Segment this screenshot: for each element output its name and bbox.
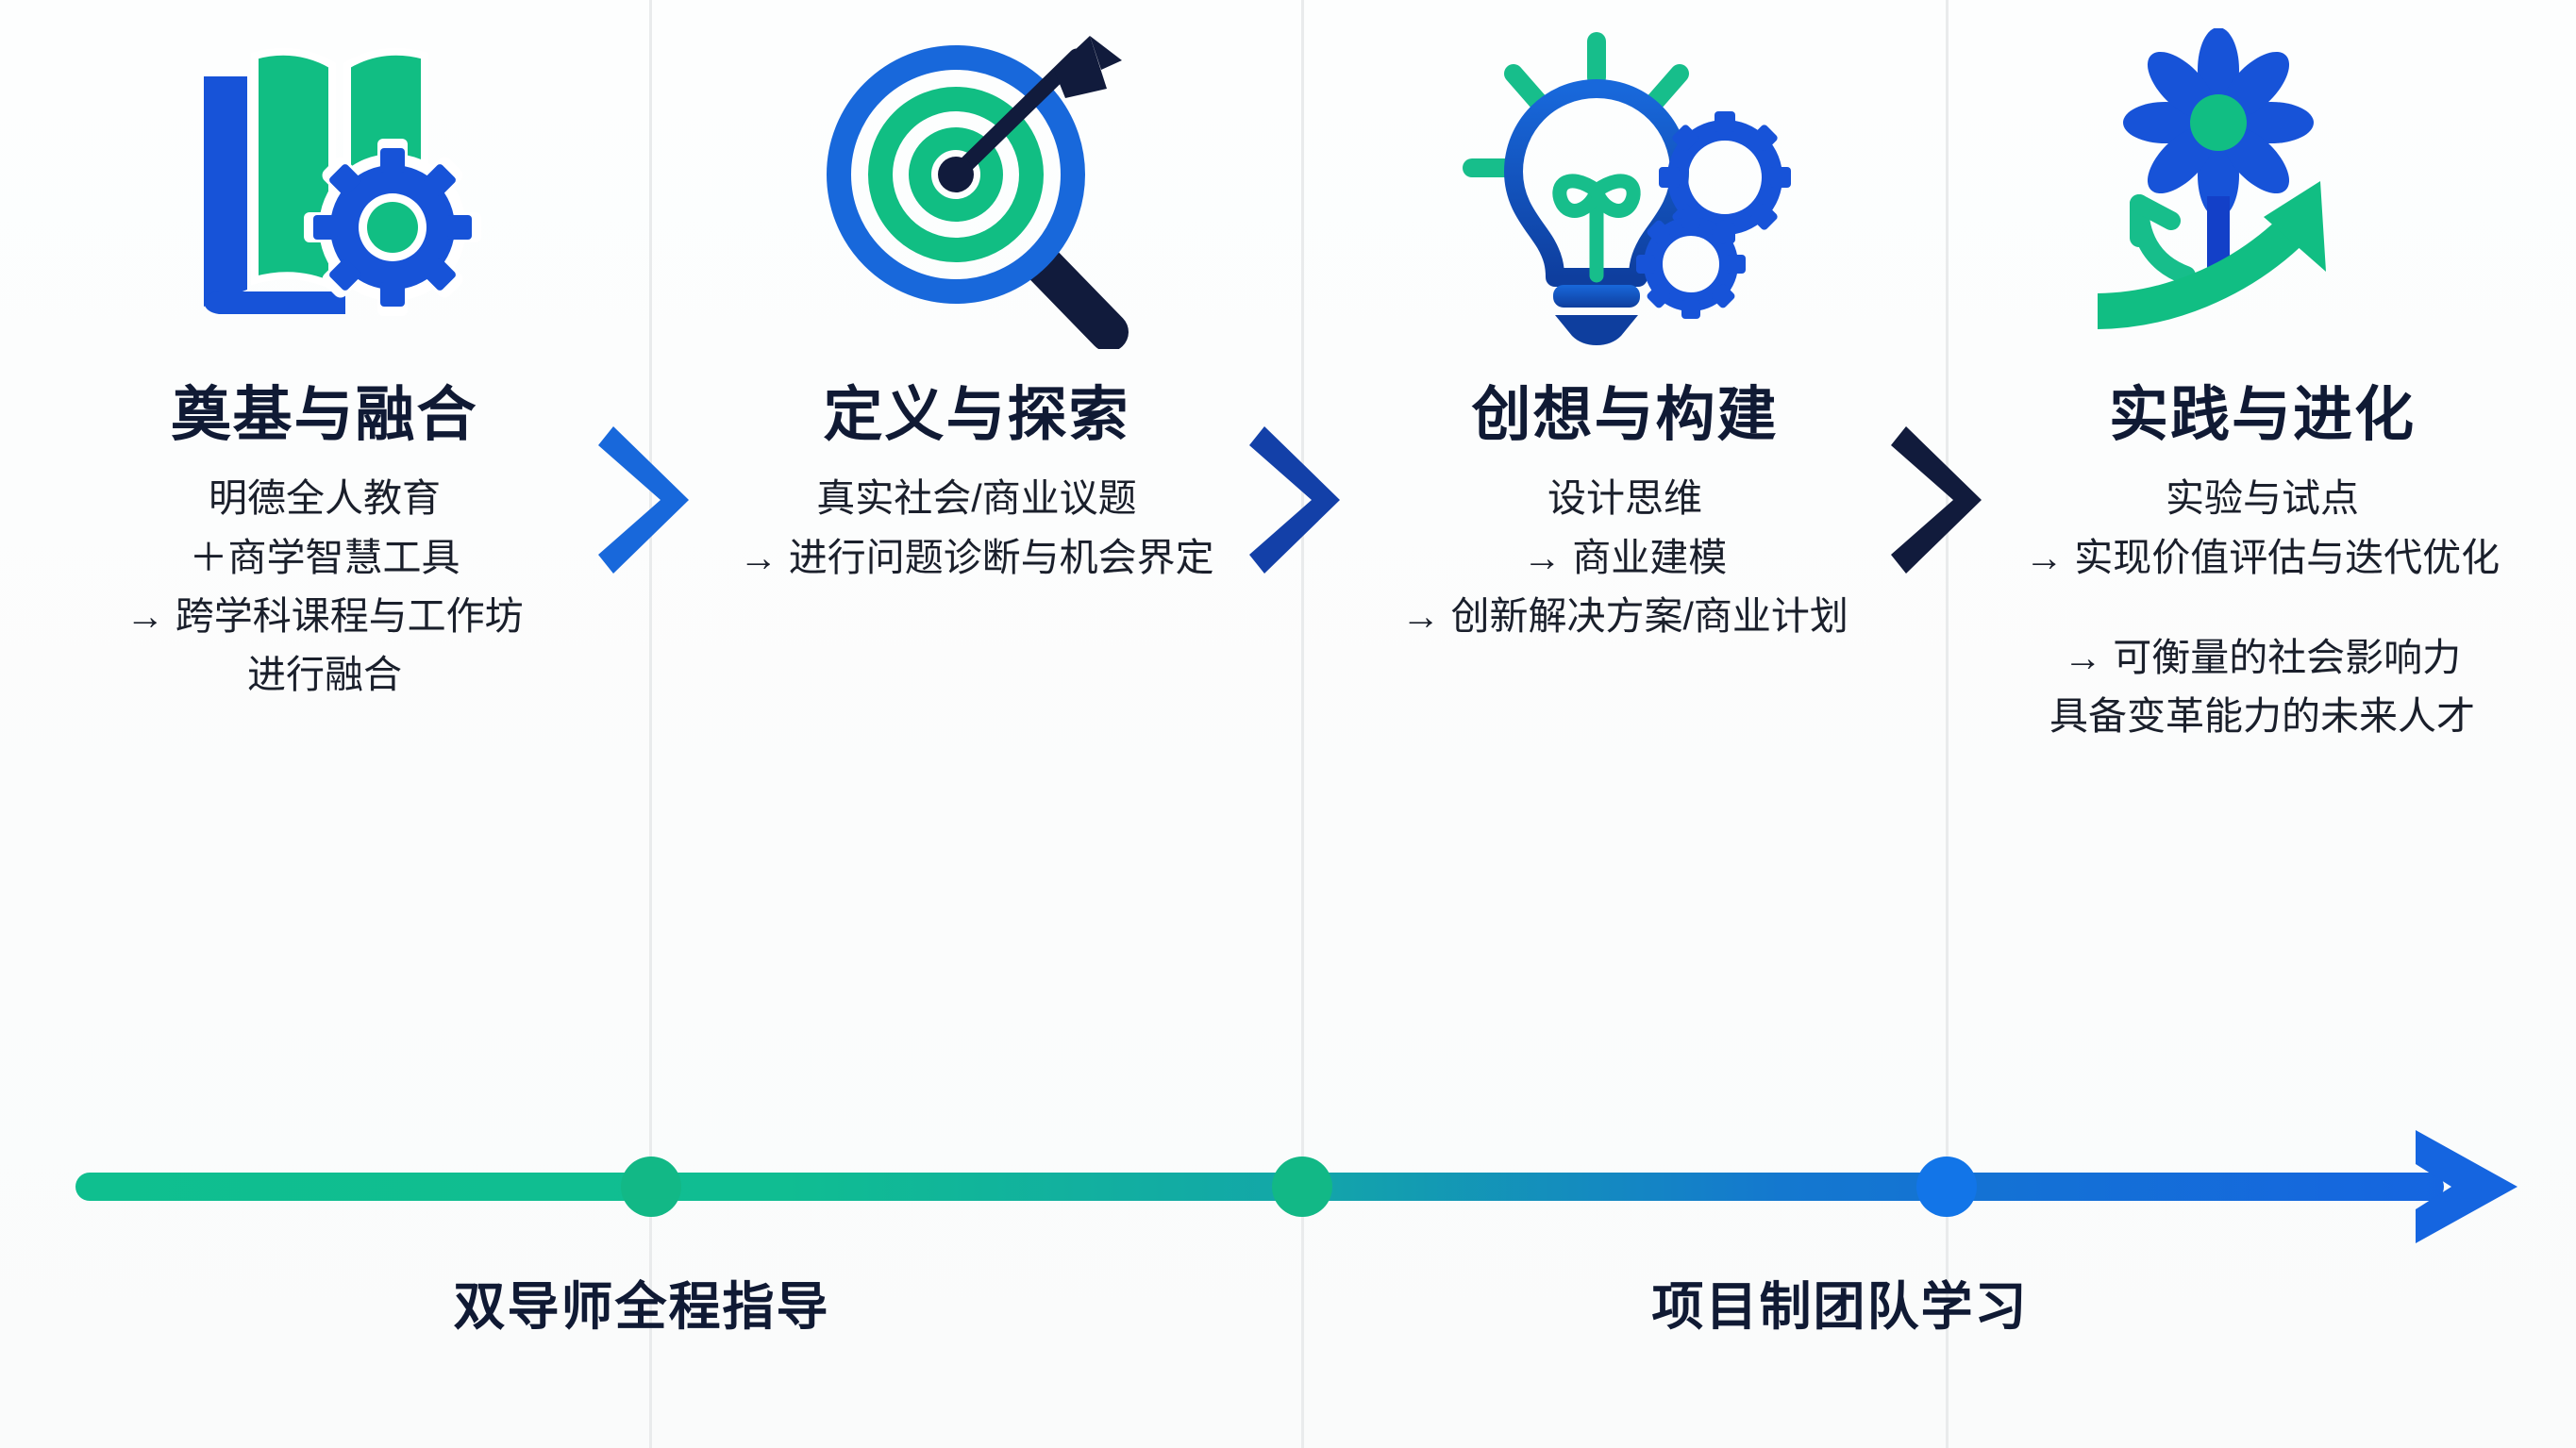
flower-petals [2122, 28, 2314, 218]
stage-1-line-4: 进行融合 [247, 653, 402, 697]
stage-column-3: 创想与构建 设计思维 → 商业建模 → 创新解决方案/商业计划 [1304, 0, 1946, 645]
stage-4-line-3: → 可衡量的社会影响力 [2063, 635, 2462, 679]
stage-3-line-1: 设计思维 [1547, 476, 1702, 521]
stage-4-spacer [1949, 587, 2576, 628]
stage-title-2: 定义与探索 [823, 382, 1130, 448]
book-gear-icon-wrap [0, 0, 649, 377]
flower-leaf [2129, 194, 2196, 285]
gear-small [1636, 209, 1746, 319]
stage-2-line-1: 真实社会/商业议题 [816, 476, 1137, 521]
chevron-right-icon-3 [1887, 415, 1991, 585]
stage-column-4: 实践与进化 实验与试点 → 实现价值评估与迭代优化 → 可衡量的社会影响力 具备… [1949, 0, 2576, 746]
chevron-right-icon-1 [594, 415, 698, 585]
bulb-rays [1463, 32, 1689, 177]
timeline-label-1: 双导师全程指导 [453, 1277, 830, 1336]
column-divider-2 [1301, 0, 1304, 1448]
stage-3-line-3: → 创新解决方案/商业计划 [1401, 593, 1848, 638]
stage-3-line-2: → 商业建模 [1522, 535, 1728, 579]
flower-growth-arrow-icon-wrap [1949, 0, 2576, 377]
stage-column-1: 奠基与融合 明德全人教育 ＋商学智慧工具 → 跨学科课程与工作坊 进行融合 [0, 0, 649, 705]
stage-title-4: 实践与进化 [2109, 382, 2416, 448]
stage-1-line-1: 明德全人教育 [209, 476, 441, 521]
growth-arrow [2097, 181, 2326, 329]
lightbulb-gears-icon [1463, 32, 1791, 345]
target-magnifier-icon [827, 36, 1129, 349]
stage-4-line-1: 实验与试点 [2166, 476, 2359, 521]
stage-title-3: 创想与构建 [1471, 382, 1779, 448]
stage-body-2: 真实社会/商业议题 → 进行问题诊断与机会界定 [652, 469, 1301, 587]
stage-title-1: 奠基与融合 [171, 382, 478, 448]
stage-column-2: 定义与探索 真实社会/商业议题 → 进行问题诊断与机会界定 [652, 0, 1301, 587]
column-divider-1 [649, 0, 652, 1448]
flower-growth-arrow-icon [2097, 28, 2326, 329]
stage-2-line-2: → 进行问题诊断与机会界定 [739, 535, 1214, 579]
stage-4-line-2: → 实现价值评估与迭代优化 [2024, 535, 2501, 579]
stage-body-4: 实验与试点 → 实现价值评估与迭代优化 → 可衡量的社会影响力 具备变革能力的未… [1949, 469, 2576, 745]
stage-body-1: 明德全人教育 ＋商学智慧工具 → 跨学科课程与工作坊 进行融合 [0, 469, 649, 704]
stage-4-line-4: 具备变革能力的未来人才 [2049, 694, 2475, 739]
column-divider-3 [1946, 0, 1949, 1448]
timeline-label-2: 项目制团队学习 [1651, 1277, 2029, 1336]
book-gear-icon [204, 47, 481, 316]
stage-body-3: 设计思维 → 商业建模 → 创新解决方案/商业计划 [1304, 469, 1946, 645]
stage-1-line-2: ＋商学智慧工具 [189, 535, 460, 579]
flower-center [2189, 94, 2247, 151]
stage-1-line-3: → 跨学科课程与工作坊 [125, 593, 524, 638]
lightbulb-gears-icon-wrap [1304, 0, 1946, 377]
target-magnifier-icon-wrap [652, 0, 1301, 377]
chevron-right-icon-2 [1246, 415, 1349, 585]
